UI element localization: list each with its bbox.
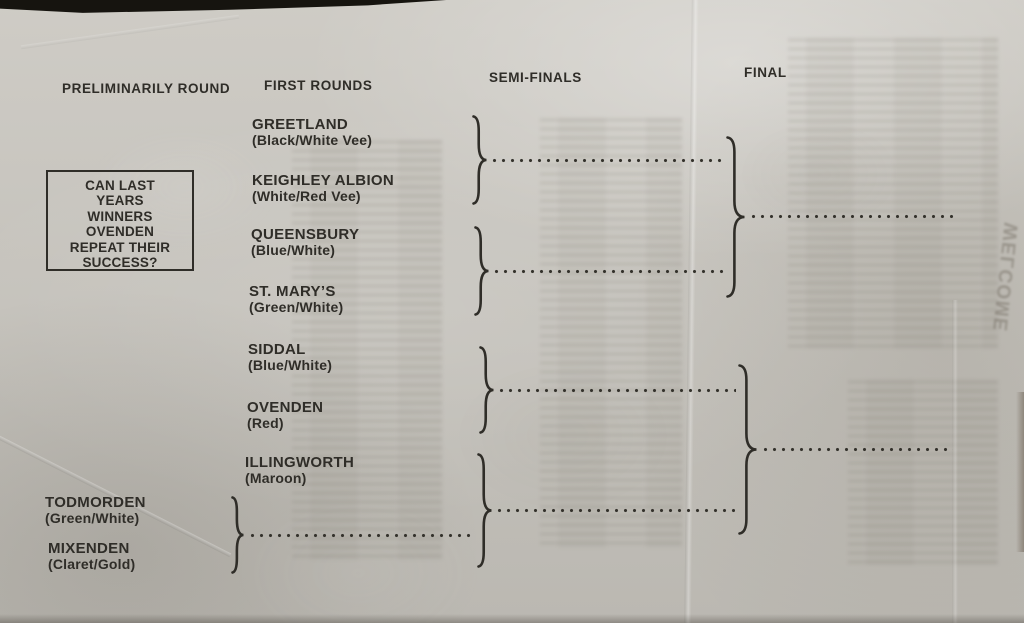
first-round-tie-1-brace: [472, 115, 487, 205]
team-keighley-albion: KEIGHLEY ALBION (White/Red Vee): [252, 172, 394, 204]
first-round-tie-2-winner-line: [494, 269, 724, 274]
note-box-line: OVENDEN: [85, 224, 155, 240]
team-name: ILLINGWORTH: [245, 454, 355, 471]
first-round-tie-1-winner-line: [492, 158, 722, 163]
team-name: GREETLAND: [252, 116, 349, 133]
team-siddal: SIDDAL (Blue/White): [248, 341, 332, 373]
showthrough-texture: [788, 38, 998, 348]
team-name: SIDDAL: [248, 341, 306, 358]
team-colours: (Green/White): [45, 510, 140, 526]
semi-final-2-brace: [738, 364, 757, 535]
team-name: OVENDEN: [247, 399, 324, 416]
showthrough-texture: [540, 118, 682, 548]
first-round-tie-4-winner-line: [497, 508, 735, 513]
photo-background-edge-bottom: [0, 614, 1024, 623]
preliminary-winner-line: [250, 533, 475, 538]
team-name: QUEENSBURY: [251, 226, 360, 243]
column-header-semi-finals: SEMI-FINALS: [489, 70, 582, 85]
photo-background-edge-top: [0, 0, 447, 13]
team-colours: (White/Red Vee): [252, 188, 361, 204]
column-header-final: FINAL: [744, 65, 787, 80]
team-st-marys: ST. MARY’S (Green/White): [249, 283, 343, 315]
team-queensbury: QUEENSBURY (Blue/White): [251, 226, 359, 258]
team-colours: (Maroon): [245, 470, 307, 486]
first-round-tie-4-brace: [477, 453, 492, 568]
note-box-line: SUCCESS?: [82, 255, 158, 271]
team-name: MIXENDEN: [48, 540, 130, 557]
team-colours: (Blue/White): [251, 242, 336, 258]
team-colours: (Blue/White): [248, 357, 333, 373]
semi-final-1-brace: [726, 136, 745, 298]
column-header-first-rounds: FIRST ROUNDS: [264, 78, 373, 93]
column-header-preliminary-round: PRELIMINARILY ROUND: [62, 81, 231, 96]
note-box: CAN LAST YEARS WINNERS OVENDEN REPEAT TH…: [46, 170, 194, 271]
first-round-tie-2-brace: [474, 226, 489, 316]
showthrough-welcome-text: WELCOME: [990, 222, 1023, 334]
note-box-line: YEARS: [96, 193, 144, 209]
team-colours: (Red): [247, 415, 284, 431]
first-round-tie-3-brace: [479, 346, 494, 434]
team-name: TODMORDEN: [45, 494, 146, 511]
team-ovenden: OVENDEN (Red): [247, 399, 323, 431]
note-box-line: REPEAT THEIR: [69, 239, 171, 255]
team-colours: (Green/White): [249, 299, 344, 315]
paper-crease: [20, 14, 240, 50]
semi-final-1-winner-line: [751, 214, 955, 219]
paper-crease: [952, 300, 958, 623]
team-mixenden: MIXENDEN (Claret/Gold): [48, 540, 135, 572]
team-greetland: GREETLAND (Black/White Vee): [252, 116, 372, 148]
semi-final-2-winner-line: [763, 447, 953, 452]
team-colours: (Claret/Gold): [48, 556, 136, 572]
team-todmorden: TODMORDEN (Green/White): [45, 494, 146, 526]
team-colours: (Black/White Vee): [252, 132, 373, 148]
first-round-tie-3-winner-line: [499, 388, 736, 393]
photo-background-edge-right: [1016, 392, 1024, 552]
team-name: KEIGHLEY ALBION: [252, 172, 395, 189]
team-name: ST. MARY’S: [249, 283, 336, 300]
note-box-line: WINNERS: [87, 208, 153, 224]
note-box-line: CAN LAST: [85, 178, 155, 193]
paper-crease: [684, 0, 699, 623]
showthrough-texture: [848, 380, 998, 565]
team-illingworth: ILLINGWORTH (Maroon): [245, 454, 354, 486]
preliminary-tie-brace: [231, 496, 244, 574]
